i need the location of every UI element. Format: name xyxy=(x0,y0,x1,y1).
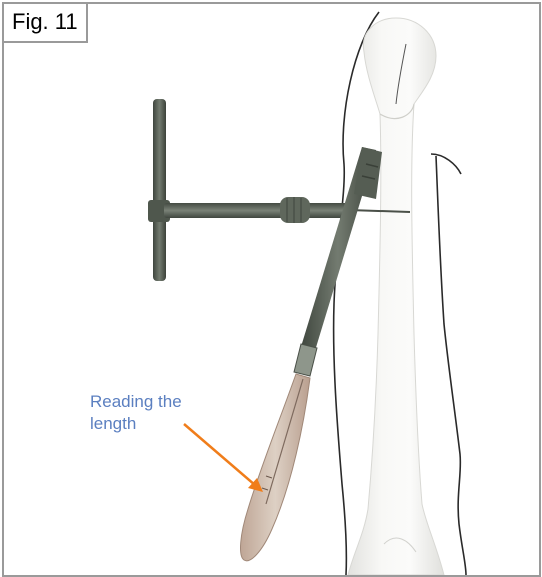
depth-gauge xyxy=(241,374,310,561)
skin-outline-right xyxy=(431,154,466,575)
t-handle xyxy=(148,99,354,281)
figure-label: Fig. 11 xyxy=(4,4,88,43)
femur-bone xyxy=(348,18,444,575)
arrow-indicator xyxy=(184,424,263,492)
annotation-line-2: length xyxy=(90,413,182,435)
annotation-line-1: Reading the xyxy=(90,391,182,413)
instrument-shaft xyxy=(294,147,382,376)
annotation-text: Reading the length xyxy=(90,391,182,435)
surgical-illustration xyxy=(4,4,539,575)
